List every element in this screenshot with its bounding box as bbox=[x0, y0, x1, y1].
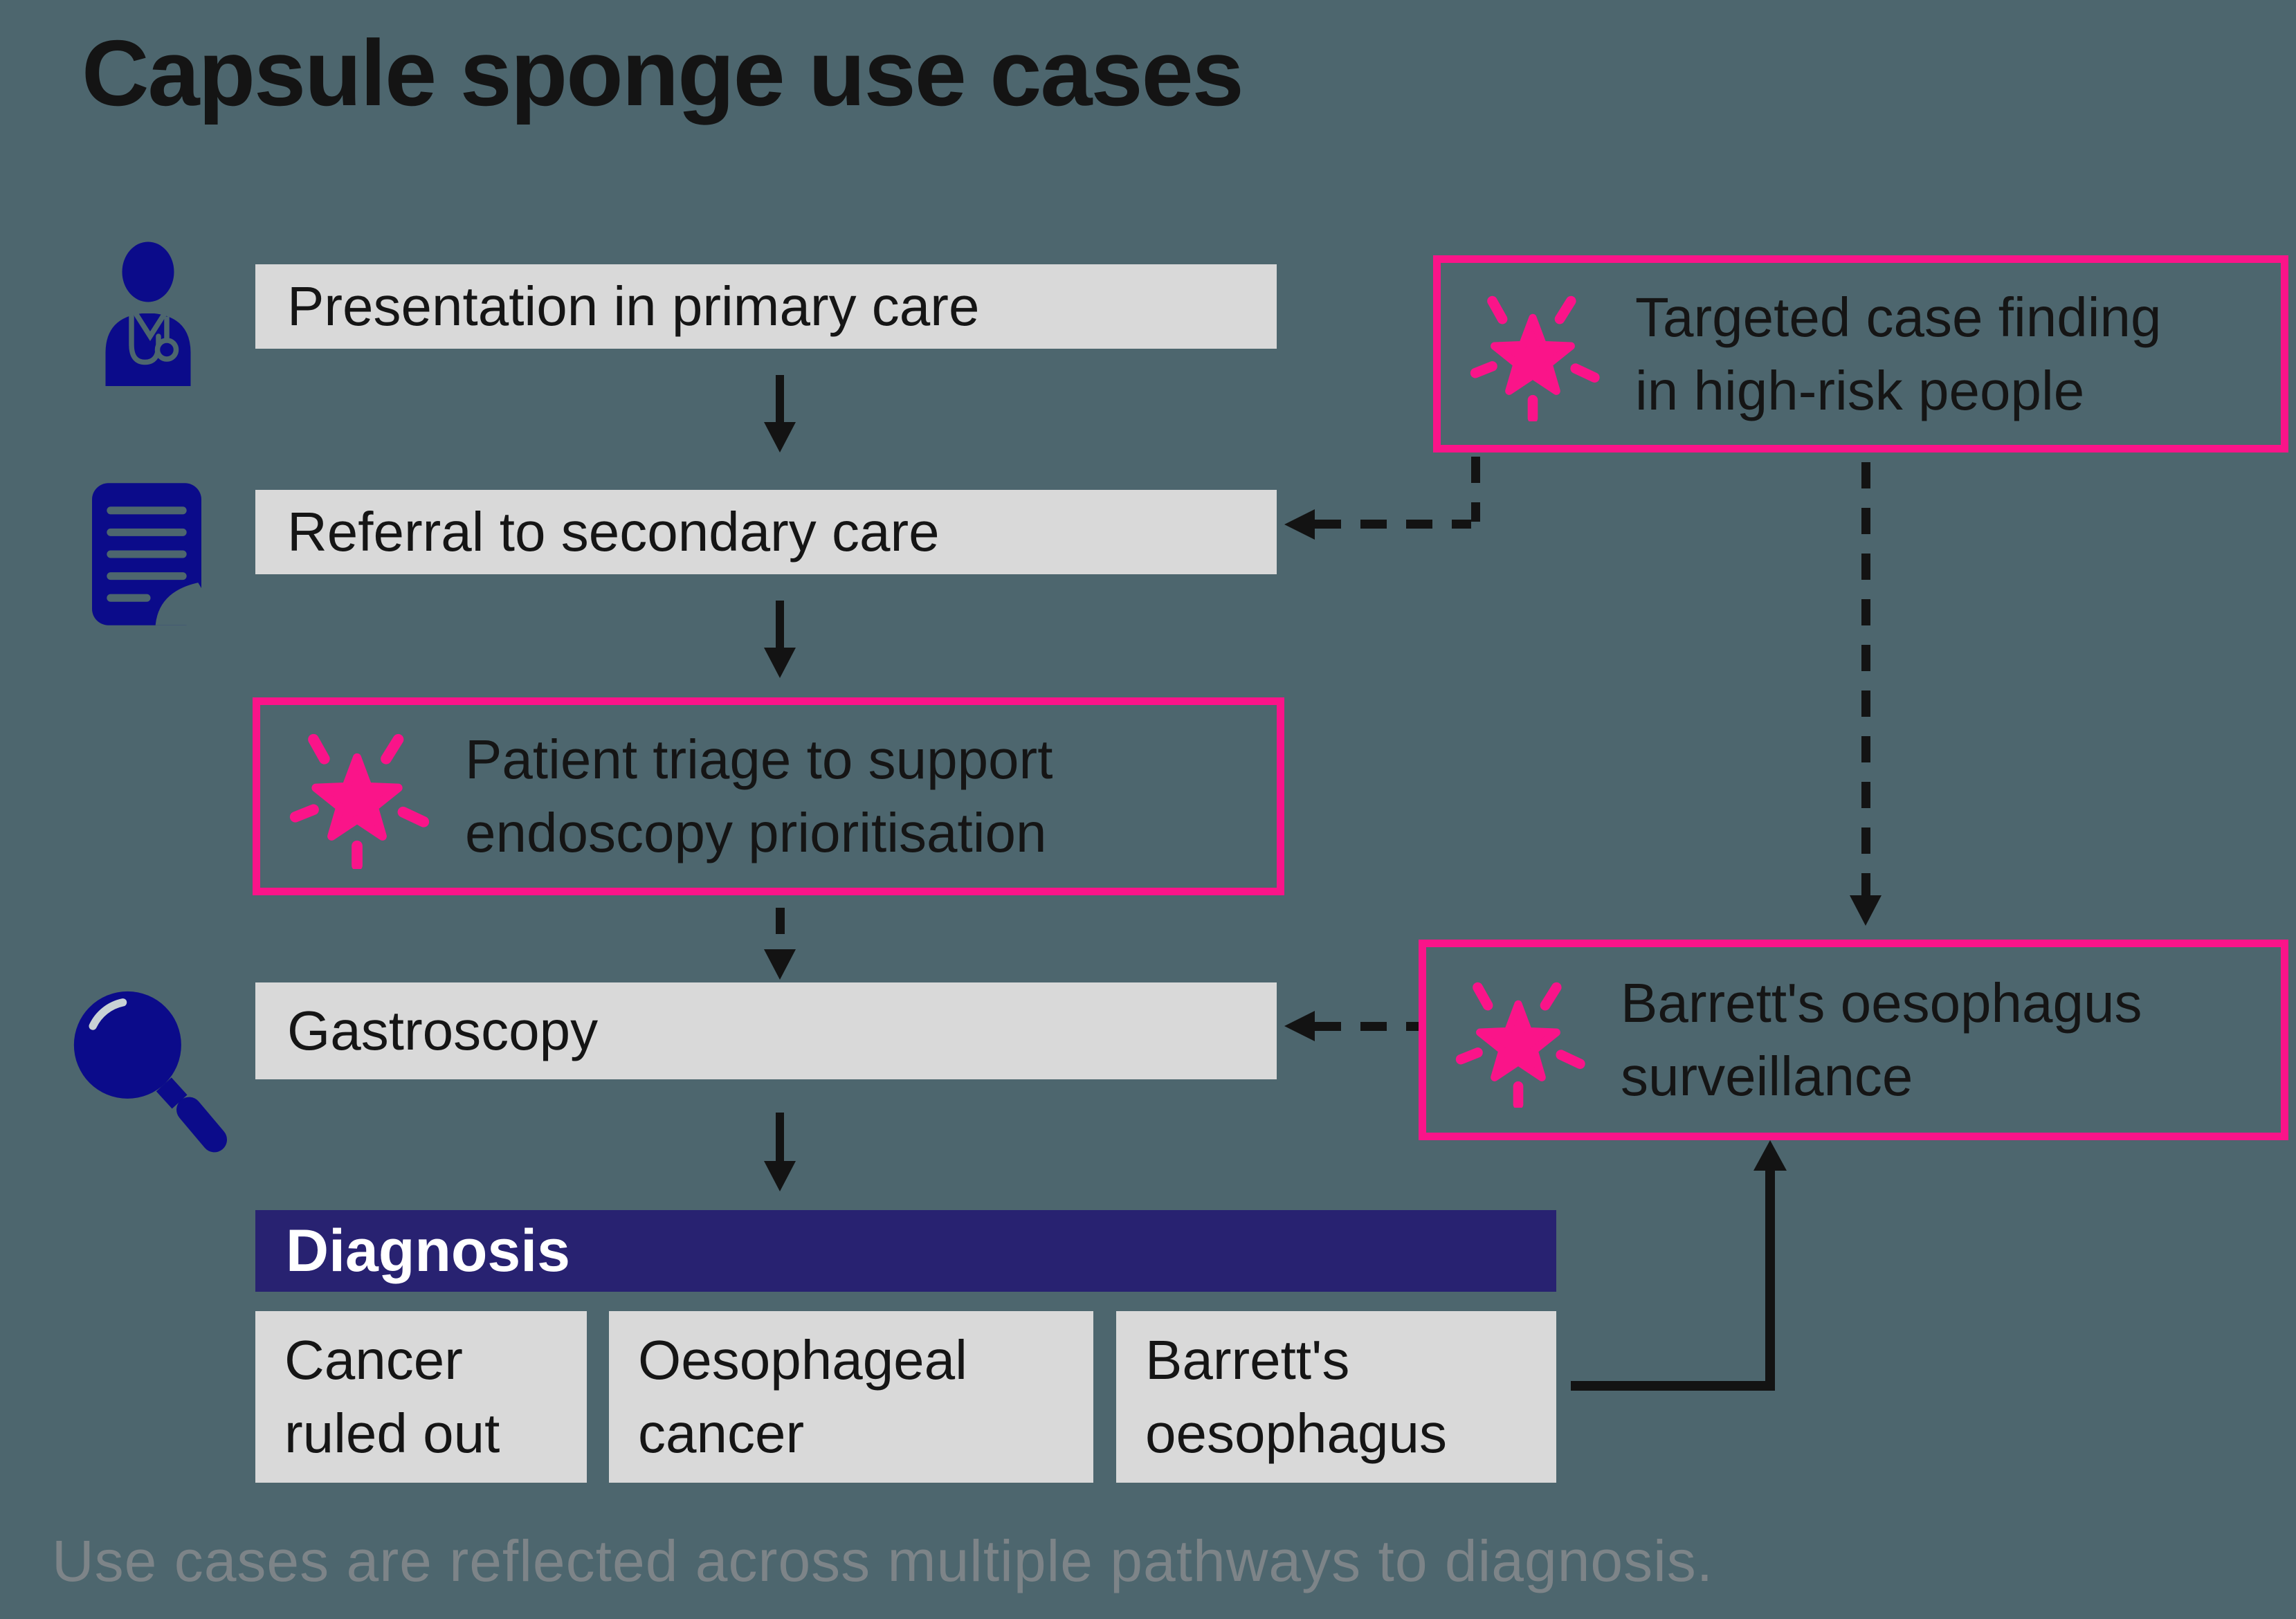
use-case-targeted-case-finding-box: Targeted case finding in high-risk peopl… bbox=[1433, 255, 2288, 452]
arrow-referral-to-triage-line bbox=[776, 601, 784, 649]
arrow-gastroscopy-to-diagnosis-line bbox=[776, 1113, 784, 1162]
arrow-barretts-to-surveillance-head bbox=[1753, 1140, 1787, 1171]
arrow-presentation-to-referral-line bbox=[776, 375, 784, 423]
sparkle-icon bbox=[1470, 286, 1605, 421]
sparkle-icon bbox=[1455, 973, 1590, 1108]
arrow-presentation-to-referral-head bbox=[764, 422, 796, 452]
arrow-targeted-to-referral-vertical-dashes bbox=[1471, 457, 1480, 522]
outcome-cancer-ruled-out-line1: Cancer bbox=[284, 1329, 463, 1391]
use-case-triage-box: Patient triage to support endoscopy prio… bbox=[253, 697, 1284, 895]
step-gastroscopy-label: Gastroscopy bbox=[287, 1000, 599, 1061]
step-presentation-label: Presentation in primary care bbox=[287, 275, 980, 337]
outcome-barretts-oesophagus-line1: Barrett's bbox=[1145, 1329, 1350, 1391]
use-case-surveillance-line1: Barrett's oesophagus bbox=[1621, 972, 2142, 1034]
arrow-targeted-to-surveillance-dashes bbox=[1861, 462, 1870, 897]
use-case-triage-line1: Patient triage to support bbox=[465, 729, 1053, 791]
arrow-surveillance-to-gastroscopy-head bbox=[1284, 1011, 1315, 1041]
footer-note: Use cases are reflected across multiple … bbox=[52, 1528, 1714, 1593]
outcome-cancer-ruled-out-line2: ruled out bbox=[284, 1402, 500, 1464]
arrow-referral-to-triage-head bbox=[764, 648, 796, 678]
step-gastroscopy-box: Gastroscopy bbox=[255, 982, 1277, 1079]
outcome-cancer-ruled-out-box: Cancer ruled out bbox=[255, 1311, 587, 1483]
outcome-oesophageal-cancer-line2: cancer bbox=[638, 1402, 805, 1464]
doctor-icon bbox=[96, 241, 200, 386]
arrow-gastroscopy-to-diagnosis-head bbox=[764, 1161, 796, 1191]
outcome-oesophageal-cancer-box: Oesophageal cancer bbox=[609, 1311, 1093, 1483]
magnifier-icon bbox=[69, 988, 227, 1154]
arrow-barretts-to-surveillance-horizontal-line bbox=[1571, 1381, 1775, 1391]
arrow-targeted-to-surveillance-head bbox=[1850, 895, 1882, 926]
document-icon bbox=[92, 483, 201, 625]
sparkle-icon bbox=[289, 724, 435, 869]
use-case-surveillance-line2: surveillance bbox=[1621, 1045, 1913, 1107]
page-title: Capsule sponge use cases bbox=[82, 21, 1244, 125]
step-referral-label: Referral to secondary care bbox=[287, 501, 940, 562]
outcome-barretts-oesophagus-line2: oesophagus bbox=[1145, 1402, 1447, 1464]
arrow-targeted-to-referral-head bbox=[1284, 509, 1315, 540]
step-presentation-box: Presentation in primary care bbox=[255, 264, 1277, 349]
arrow-targeted-to-referral-horizontal-dashes bbox=[1315, 520, 1471, 529]
step-referral-box: Referral to secondary care bbox=[255, 490, 1277, 574]
arrow-surveillance-to-gastroscopy-dashes bbox=[1315, 1022, 1419, 1031]
arrow-barretts-to-surveillance-vertical-line bbox=[1765, 1169, 1775, 1391]
use-case-surveillance-box: Barrett's oesophagus surveillance bbox=[1419, 940, 2288, 1140]
diagnosis-header-bar: Diagnosis bbox=[255, 1210, 1556, 1292]
use-case-targeted-line1: Targeted case finding bbox=[1635, 286, 2162, 348]
use-case-triage-line2: endoscopy prioritisation bbox=[465, 802, 1047, 863]
use-case-targeted-line2: in high-risk people bbox=[1635, 359, 2085, 421]
outcome-oesophageal-cancer-line1: Oesophageal bbox=[638, 1329, 967, 1391]
arrow-triage-to-gastroscopy-head bbox=[764, 949, 796, 980]
diagnosis-header-label: Diagnosis bbox=[286, 1217, 570, 1284]
outcome-barretts-oesophagus-box: Barrett's oesophagus bbox=[1116, 1311, 1556, 1483]
arrow-triage-to-gastroscopy-dashes bbox=[776, 908, 785, 951]
